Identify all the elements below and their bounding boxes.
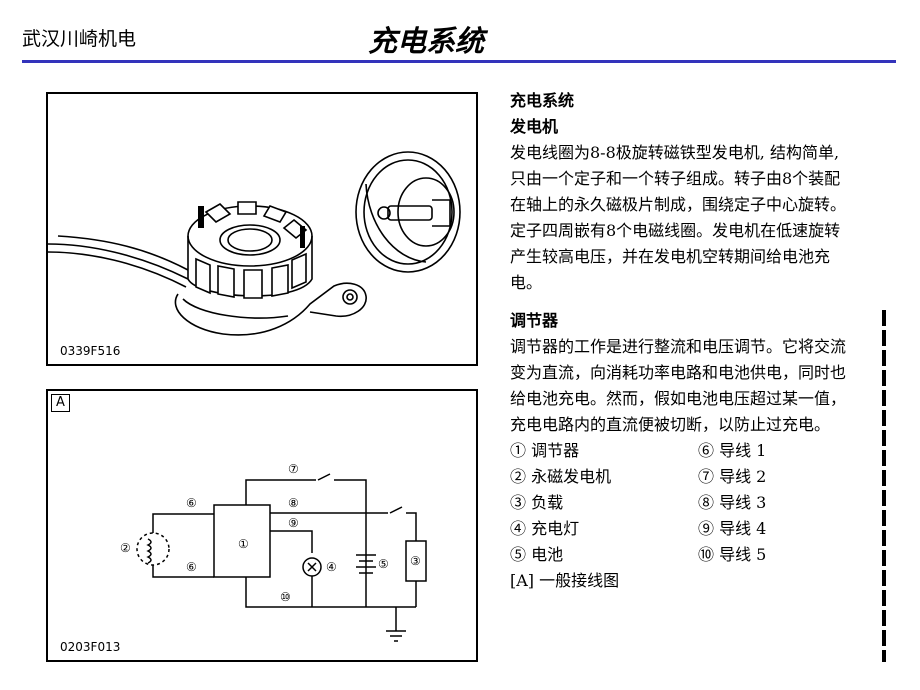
label-load: ③ bbox=[410, 554, 421, 568]
harness-wire bbox=[48, 243, 189, 280]
legend-item: ③ 负载 bbox=[510, 493, 564, 512]
header-rule bbox=[22, 60, 896, 63]
figure-code: 0203F013 bbox=[60, 640, 121, 654]
generator-symbol bbox=[136, 532, 170, 566]
page-edge-bar bbox=[882, 310, 886, 662]
subheading-generator: 发电机 bbox=[510, 117, 559, 136]
rotor-shaft bbox=[387, 205, 433, 221]
paragraph-line: 定子四周嵌有8个电磁线圈。发电机在低速旋转 bbox=[510, 221, 841, 240]
paragraph-line: 只由一个定子和一个转子组成。转子由8个装配 bbox=[510, 169, 841, 188]
paragraph-line: 调节器的工作是进行整流和电压调节。它将交流 bbox=[510, 337, 847, 356]
label-lead10: ⑩ bbox=[280, 590, 291, 604]
legend-item: ⑥ 导线 1 bbox=[698, 441, 767, 460]
legend-item: ⑧ 导线 3 bbox=[698, 493, 767, 512]
label-lead7: ⑦ bbox=[288, 462, 299, 476]
regulator-box bbox=[213, 504, 271, 578]
paragraph-line: 发电线圈为8-8极旋转磁铁型发电机, 结构简单, bbox=[510, 143, 840, 162]
figure-tag: A bbox=[51, 394, 70, 412]
legend-item: ⑨ 导线 4 bbox=[698, 519, 767, 538]
label-regulator: ① bbox=[238, 537, 249, 551]
paragraph-line: 电。 bbox=[510, 273, 543, 292]
alternator-illustration bbox=[48, 151, 461, 336]
label-lead6-upper: ⑥ bbox=[186, 496, 197, 510]
figure-code: 0339F516 bbox=[60, 344, 121, 358]
label-generator: ② bbox=[120, 541, 131, 555]
diagram-caption: [A] 一般接线图 bbox=[510, 571, 620, 590]
label-lamp: ④ bbox=[326, 560, 337, 574]
stator-plate bbox=[174, 282, 367, 336]
paragraph-line: 产生较高电压，并在发电机空转期间给电池充 bbox=[510, 247, 831, 266]
ground-symbol bbox=[386, 607, 406, 642]
paragraph-line: 充电电路内的直流便被切断，以防止过充电。 bbox=[510, 415, 831, 434]
legend-item: ① 调节器 bbox=[510, 441, 580, 460]
label-battery: ⑤ bbox=[378, 557, 389, 571]
legend-item: ⑦ 导线 2 bbox=[698, 467, 767, 486]
legend-item: ② 永磁发电机 bbox=[510, 467, 612, 486]
wiring-diagram: ① ② ③ ④ ⑤ ⑥ ⑥ ⑦ ⑧ ⑨ ⑩ bbox=[120, 462, 427, 642]
text-column: 充电系统 发电机 发电线圈为8-8极旋转磁铁型发电机, 结构简单, 只由一个定子… bbox=[510, 88, 890, 594]
subheading-regulator: 调节器 bbox=[510, 311, 559, 330]
legend-item: ⑤ 电池 bbox=[510, 545, 564, 564]
section-heading: 充电系统 bbox=[510, 91, 575, 110]
wiring-diagram-figure: A bbox=[46, 389, 478, 662]
rotor-outer bbox=[355, 151, 461, 273]
paragraph-line: 给电池充电。然而，假如电池电压超过某一值， bbox=[510, 389, 847, 408]
company-name: 武汉川崎机电 bbox=[22, 28, 137, 50]
legend: ① 调节器 ⑥ 导线 1 ② 永磁发电机 ⑦ 导线 2 ③ 负载 ⑧ 导线 3 … bbox=[510, 438, 890, 568]
slide-title: 充电系统 bbox=[368, 24, 485, 58]
harness-wire bbox=[48, 251, 187, 288]
paragraph-line: 在轴上的永久磁极片制成，围绕定子中心旋转。 bbox=[510, 195, 847, 214]
legend-item: ⑩ 导线 5 bbox=[698, 545, 767, 564]
alternator-figure: 0339F516 bbox=[46, 92, 478, 366]
legend-item: ④ 充电灯 bbox=[510, 519, 580, 538]
label-lead8: ⑧ bbox=[288, 496, 299, 510]
label-lead6-lower: ⑥ bbox=[186, 560, 197, 574]
battery-symbol bbox=[356, 554, 376, 574]
label-lead9: ⑨ bbox=[288, 516, 299, 530]
paragraph-line: 变为直流，向消耗功率电路和电池供电，同时也 bbox=[510, 363, 847, 382]
